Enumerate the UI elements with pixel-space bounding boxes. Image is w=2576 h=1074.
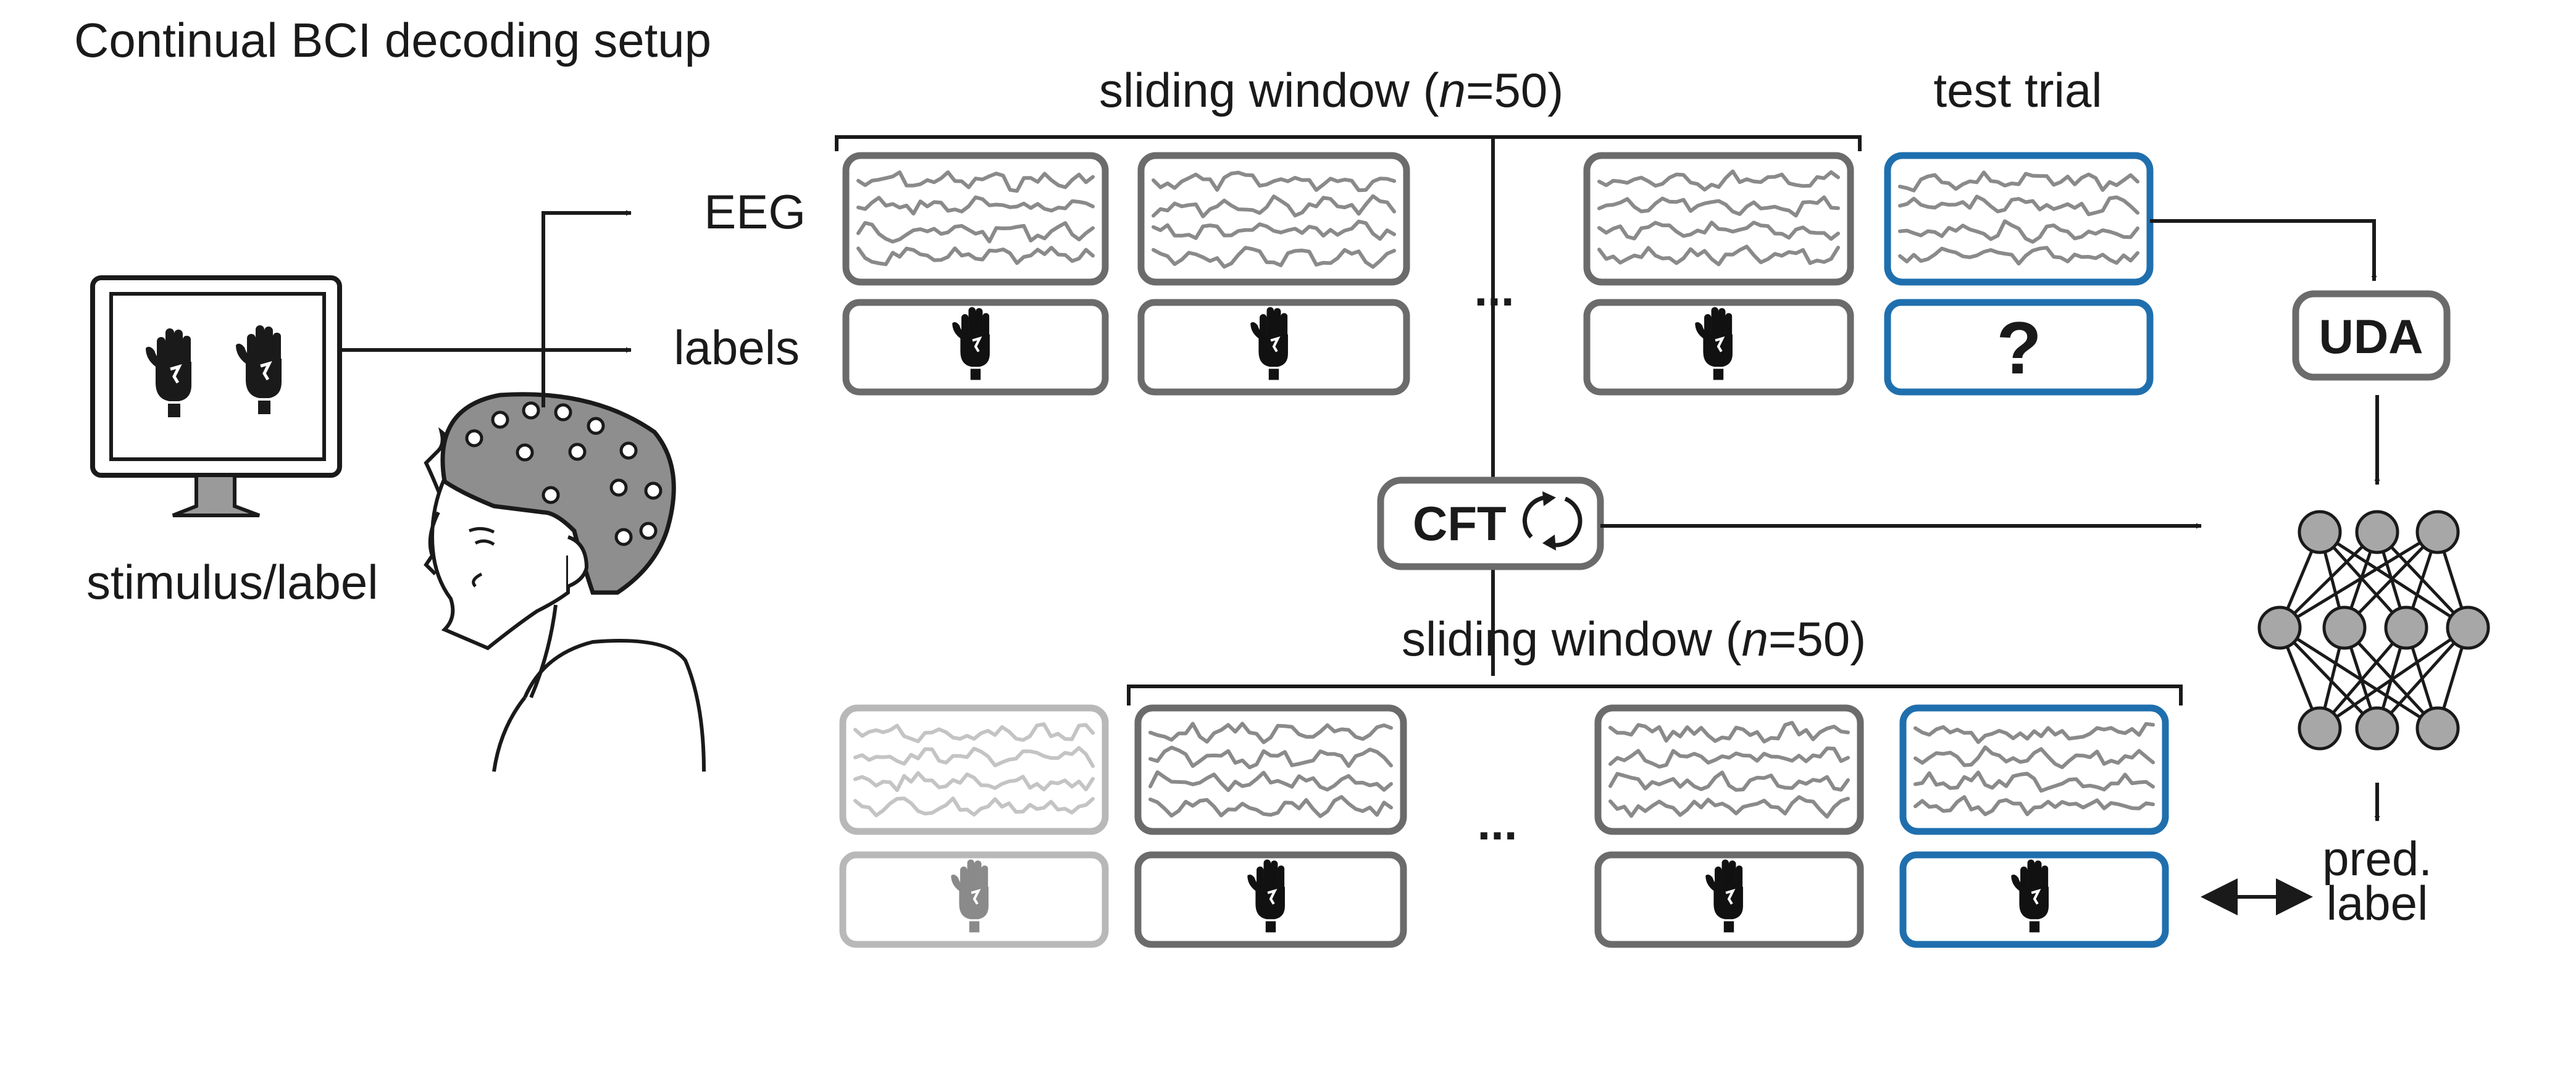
eeg-trace [1152,246,1396,269]
test-label-panel [1884,299,2154,396]
ellipsis-bottom: ... [1477,796,1517,850]
eeg-trace [1913,745,2155,770]
eeg-trace [1898,194,2139,217]
eeg-trace [853,746,1095,768]
eeg-trace [856,170,1095,193]
eeg-trace [1597,244,1840,267]
neural-network-icon [2257,510,2490,751]
eeg-trace [1148,746,1393,770]
eeg-trace [1152,170,1396,193]
eeg-trace [1913,770,2155,793]
eeg-trace [1597,220,1840,241]
window-top-bracket [835,135,1862,151]
test-trial-label: test trial [1933,63,2102,117]
eeg-trace [1898,246,2139,266]
eeg-trace [1608,770,1850,792]
uda-label: UDA [2319,309,2423,364]
eeg-waveforms [853,169,2155,819]
eeg-trace [1152,194,1396,219]
eeg-trace [1148,722,1393,744]
labels-label: labels [674,320,800,375]
eeg-panel [1137,152,1410,286]
eeg-trace [1898,219,2139,244]
eeg-trace [853,771,1095,793]
eeg-trace [1898,170,2139,193]
refresh-cycle-icon [1522,491,1583,551]
eeg-trace [856,221,1095,244]
window-bottom-label: sliding window (n=50) [1402,612,1866,666]
uda-box [2292,290,2451,381]
figure-title: Continual BCI decoding setup [74,13,711,67]
eeg-trace [1913,795,2155,817]
eeg-trace [1608,746,1850,769]
eeg-trace [1152,219,1396,241]
unknown-label-icon: ? [1996,307,2041,389]
pred-label-line1: pred. [2322,831,2432,886]
eeg-trace [853,796,1095,818]
stimulus-label: stimulus/label [86,555,378,609]
eeg-trace [853,722,1095,744]
eeg-trace [1913,722,2155,744]
window-bottom-bracket [1127,685,2183,706]
stimulus-monitor [90,275,342,517]
cft-label: CFT [1413,496,1507,551]
eeg-trace [856,246,1095,267]
window-top-label-panels: ? [842,299,2154,396]
eeg-trace [1608,720,1850,744]
eeg-trace [856,195,1095,216]
pred-label-line2: label [2327,876,2428,930]
eeg-trace [1608,795,1850,819]
window-bottom-label-panels [839,851,2169,948]
eeg-trace [1597,195,1840,218]
eeg-label: EEG [704,185,806,239]
eeg-trace [1148,770,1393,793]
eeg-trace [1148,795,1393,818]
eeg-trace [1597,169,1840,192]
window-top-label: sliding window (n=50) [1099,63,1563,117]
eeg-cap-head-icon [424,392,706,772]
